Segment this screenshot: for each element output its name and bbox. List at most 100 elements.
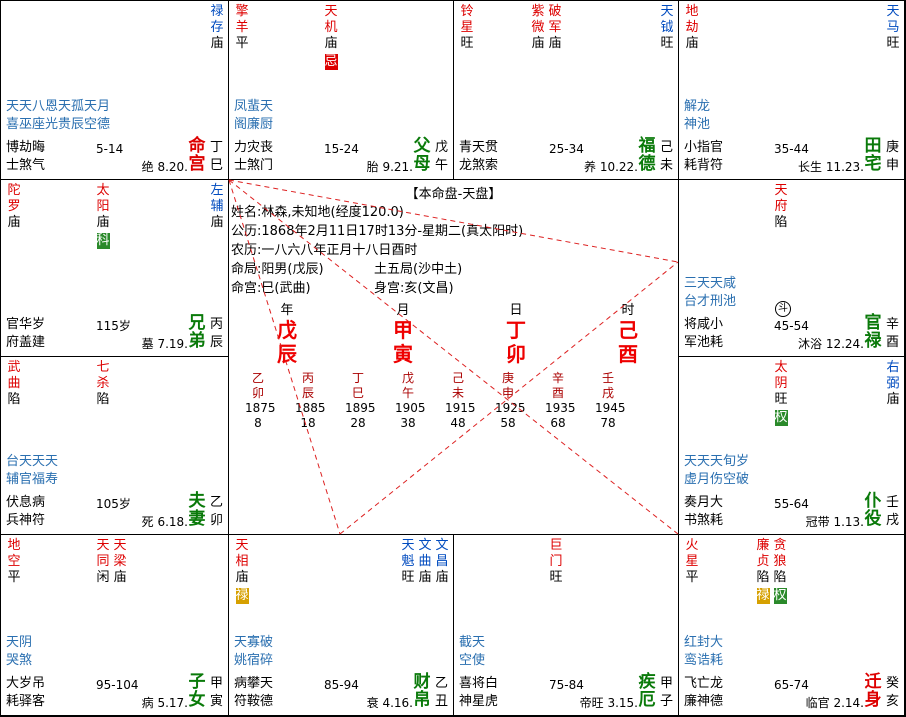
star-name-char: 廉 xyxy=(756,538,770,553)
star-name-char: 罗 xyxy=(7,199,21,214)
life-stage: 养 10.22. xyxy=(584,160,638,174)
star-name-char: 星 xyxy=(685,554,699,569)
palace-name-top: 官 xyxy=(864,313,882,333)
star-column: 右弼庙 xyxy=(886,360,900,408)
life-stage: 绝 8.20. xyxy=(141,160,188,174)
info-bureau-element: 土五局(沙中土) xyxy=(374,262,463,277)
star-column: 武曲陷 xyxy=(7,360,21,408)
dayun-stem: 乙 xyxy=(251,371,264,385)
star-column: 太阳庙科 xyxy=(96,183,110,249)
spirit-stars-row2: 府盖建 xyxy=(6,335,46,350)
star-brightness: 平 xyxy=(7,570,21,585)
star-brightness: 陷 xyxy=(96,392,110,407)
palace-name-top: 命 xyxy=(188,136,206,156)
dayun-age: 78 xyxy=(600,416,616,430)
life-stage: 帝旺 3.15. xyxy=(579,696,638,710)
star-brightness: 庙 xyxy=(886,392,900,407)
birth-pillar: 时己酉 xyxy=(613,299,643,366)
center-info-panel: 【本命盘-天盘】 姓名:林森,未知地(经度120.0) 公历:1868年2月11… xyxy=(228,179,679,535)
star-brightness: 庙 xyxy=(7,215,21,230)
dayun-age: 58 xyxy=(500,416,516,430)
dayun-branch: 卯 xyxy=(251,386,264,400)
star-name-char: 太 xyxy=(774,360,788,375)
star-brightness: 庙 xyxy=(531,36,545,51)
palace-name-top: 仆 xyxy=(864,491,882,511)
life-stage: 墓 7.19. xyxy=(141,337,188,351)
minor-stars-row2: 鸾诰耗 xyxy=(684,653,724,668)
decade-range: 15-24 xyxy=(324,142,359,156)
star-column: 天魁旺 xyxy=(401,538,415,586)
dayun-age: 18 xyxy=(300,416,316,430)
star-brightness: 旺 xyxy=(886,36,900,51)
heavenly-stem: 丙 xyxy=(209,317,223,332)
star-name-char: 狼 xyxy=(773,554,787,569)
star-name-char: 天 xyxy=(774,183,788,198)
palace-name-bottom: 宫 xyxy=(188,154,206,174)
earthly-branch: 辰 xyxy=(209,335,223,350)
minor-stars-row2: 台才刑池 xyxy=(684,294,737,309)
palace-name-top: 福 xyxy=(638,136,656,156)
star-name-char: 贪 xyxy=(773,538,787,553)
star-name-char: 天 xyxy=(660,4,674,19)
star-name-char: 曲 xyxy=(7,376,21,391)
sihua-badge-权: 权 xyxy=(774,410,788,426)
birth-pillar: 日丁卯 xyxy=(501,299,531,366)
dayun-stem: 丁 xyxy=(351,371,364,385)
star-name-char: 曲 xyxy=(418,554,432,569)
star-name-char: 钺 xyxy=(660,20,674,35)
star-column: 天相庙禄 xyxy=(235,538,249,604)
star-name-char: 天 xyxy=(113,538,127,553)
life-stage: 冠带 1.13. xyxy=(805,515,864,529)
star-name-char: 左 xyxy=(210,183,224,198)
chart-title: 【本命盘-天盘】 xyxy=(405,187,502,202)
star-column: 文曲庙 xyxy=(418,538,432,586)
earthly-branch: 卯 xyxy=(209,513,223,528)
star-column: 火星平 xyxy=(685,538,699,586)
spirit-stars-row1: 官华岁 xyxy=(6,317,46,332)
star-brightness: 陷 xyxy=(773,570,787,585)
heavenly-stem: 壬 xyxy=(885,495,899,510)
life-stage: 长生 11.23. xyxy=(798,160,864,174)
star-brightness: 庙 xyxy=(96,215,110,230)
palace-name-bottom: 妻 xyxy=(188,509,206,529)
dayun-age: 38 xyxy=(400,416,416,430)
dayun-branch: 未 xyxy=(451,386,464,400)
star-name-char: 羊 xyxy=(235,20,249,35)
star-column: 廉贞陷禄 xyxy=(756,538,770,604)
palace-name-top: 迁 xyxy=(864,672,882,692)
star-brightness: 平 xyxy=(235,36,249,51)
dayun-year: 1925 xyxy=(495,401,526,415)
star-name-char: 贞 xyxy=(756,554,770,569)
palace-name-bottom: 弟 xyxy=(188,331,206,351)
life-stage: 胎 9.21. xyxy=(366,160,413,174)
earthly-branch: 子 xyxy=(659,694,673,709)
palace-name-top: 疾 xyxy=(638,672,656,692)
palace-name-bottom: 禄 xyxy=(864,331,882,351)
star-name-char: 擎 xyxy=(235,4,249,19)
minor-stars-row2: 空使 xyxy=(459,653,486,668)
minor-stars-row2: 哭煞 xyxy=(6,653,33,668)
star-name-char: 铃 xyxy=(460,4,474,19)
decade-range: 35-44 xyxy=(774,142,809,156)
dayun-year: 1935 xyxy=(545,401,576,415)
birth-pillar: 年戊辰 xyxy=(272,299,302,366)
star-column: 天府陷 xyxy=(774,183,788,231)
star-name-char: 天 xyxy=(401,538,415,553)
dayun-stem: 壬 xyxy=(601,371,614,385)
star-name-char: 门 xyxy=(549,554,563,569)
pillar-branch: 辰 xyxy=(277,342,297,366)
